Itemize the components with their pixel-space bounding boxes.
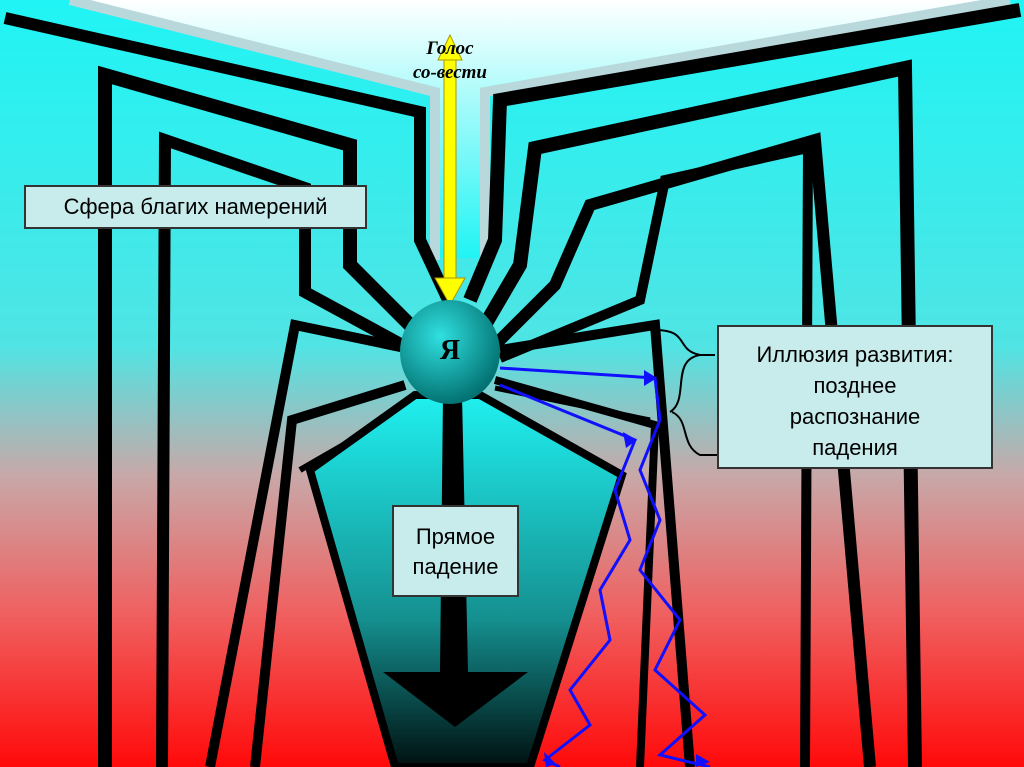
illusion-line: позднее	[813, 373, 897, 398]
voice-of-conscience-arrow	[434, 33, 466, 307]
self-ball	[400, 300, 500, 404]
voice-label: Голос со-вести	[395, 37, 505, 85]
illusion-line: Иллюзия развития:	[756, 342, 954, 367]
voice-line-2: со-вести	[412, 62, 487, 83]
direct-fall-line: падение	[412, 554, 499, 579]
blue-zigzag-lines	[499, 366, 711, 767]
voice-line-1: Голос	[426, 38, 474, 59]
illusion-label: Иллюзия развития: позднее распознание па…	[717, 325, 993, 469]
brace	[654, 329, 718, 456]
sphere-label: Сфера благих намерений	[24, 185, 367, 229]
sky-gap	[70, 0, 1010, 258]
sphere-lines	[3, 3, 1022, 767]
direct-fall-line: Прямое	[415, 524, 496, 549]
direct-fall-label: Прямое падение	[392, 505, 519, 597]
illusion-line: распознание	[789, 404, 921, 429]
illusion-line: падения	[812, 435, 898, 460]
self-label: Я	[439, 335, 461, 366]
